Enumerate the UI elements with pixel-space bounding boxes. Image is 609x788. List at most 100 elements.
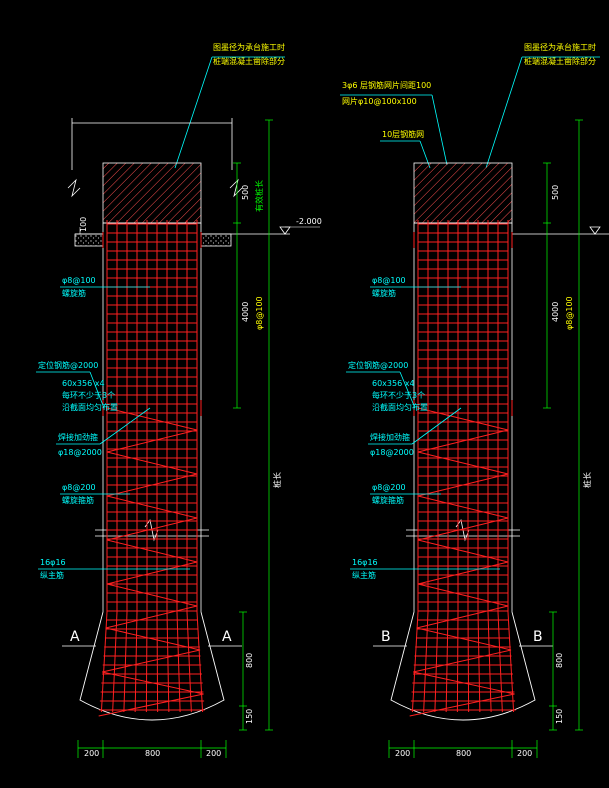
spiral-bar — [102, 671, 204, 695]
spiral-bar — [106, 561, 198, 585]
ring-note: 10层钢筋网 — [382, 129, 424, 139]
spiral-note-2: 螺旋筋 — [372, 288, 396, 298]
longitudinal-bar — [477, 611, 481, 713]
longitudinal-bar — [112, 611, 118, 713]
pile-length-label: 桩长 — [582, 472, 592, 488]
top-note-line-1: 图墨径为承台施工时 — [213, 42, 285, 52]
pile-a-detail: 图墨径为承台施工时 桩端混凝土凿除部分 100 -2.000 — [36, 42, 322, 758]
spiral-bar — [106, 407, 198, 431]
spiral-bar — [106, 539, 198, 563]
dim-bottom-middle: 800 — [145, 749, 160, 758]
section-label-left: A — [70, 629, 80, 645]
stiffener-note-2: φ18@2000 — [58, 448, 102, 457]
chipped-concrete-zone — [413, 162, 513, 224]
top-note-line-2: 桩端混凝土凿除部分 — [213, 56, 285, 66]
rebar-cage-a — [98, 220, 205, 717]
spiral2-note-1: φ8@200 — [62, 483, 96, 492]
spiral-note-1: φ8@100 — [62, 276, 96, 285]
longitudinal-bar — [166, 611, 170, 713]
locator-note-4: 沿截面均匀布置 — [372, 402, 428, 412]
spiral-bar — [413, 649, 512, 673]
spiral-bar — [105, 605, 198, 629]
main-bar-note-2: 纵主筋 — [352, 570, 376, 580]
dim-4000: 4000 — [241, 302, 250, 322]
longitudinal-bar — [423, 611, 429, 713]
longitudinal-bar — [156, 611, 159, 713]
dim-800-vertical: 800 — [555, 653, 564, 668]
spiral-bar — [416, 605, 509, 629]
section-label-right: B — [533, 629, 543, 645]
spiral-bar — [417, 473, 509, 497]
spiral-bar — [105, 627, 201, 651]
dim-150: 150 — [245, 709, 254, 724]
spiral-note-1: φ8@100 — [372, 276, 406, 285]
dim-500: 500 — [551, 185, 560, 200]
pile-b-detail: 图墨径为承台施工时 桩端混凝土凿除部分 3φ6 层钢筋网片间距100 网片φ10… — [340, 42, 609, 758]
dim-bottom-left: 200 — [395, 749, 410, 758]
pile-length-top: 有效桩长 — [254, 180, 264, 212]
spiral2-note-1: φ8@200 — [372, 483, 406, 492]
locator-note-1: 定位钢筋@2000 — [348, 360, 408, 370]
dim-bottom-left: 200 — [84, 749, 99, 758]
longitudinal-bar — [467, 611, 470, 713]
spiral-bar — [416, 627, 512, 651]
main-bar-note-2: 纵主筋 — [40, 570, 64, 580]
spiral-bar — [417, 407, 509, 431]
locator-note-1: 定位钢筋@2000 — [38, 360, 98, 370]
stiffener-note-1: 焊接加劲箍 — [370, 432, 410, 442]
mesh-note-1: 3φ6 层钢筋网片间距100 — [342, 80, 431, 90]
spiral-bar — [106, 495, 198, 519]
spiral-bar — [106, 517, 198, 541]
section-label-right: A — [222, 629, 232, 645]
spiral-bar — [417, 517, 509, 541]
dim-phi-label: φ8@100 — [565, 296, 574, 330]
dim-phi-label: φ8@100 — [255, 296, 264, 330]
mesh-note-2: 网片φ10@100x100 — [342, 96, 417, 106]
top-note-line-2: 桩端混凝土凿除部分 — [524, 56, 596, 66]
stiffener-note-2: φ18@2000 — [370, 448, 414, 457]
top-note-line-1: 图墨径为承台施工时 — [524, 42, 596, 52]
spiral-bar — [417, 495, 509, 519]
spiral-bar — [413, 671, 515, 695]
chipped-concrete-zone — [102, 162, 202, 224]
spiral-bar — [106, 429, 198, 453]
pile-length-label: 桩长 — [272, 472, 282, 488]
main-bar-note-1: 16φ16 — [40, 558, 66, 567]
longitudinal-bar — [176, 611, 181, 713]
main-bar-note-1: 16φ16 — [352, 558, 378, 567]
locator-note-4: 沿截面均匀布置 — [62, 402, 118, 412]
locator-note-2: 60x356 x4 — [62, 379, 105, 388]
dim-bottom-right: 200 — [517, 749, 532, 758]
longitudinal-bar — [434, 611, 439, 713]
spiral-bar — [106, 451, 198, 475]
locator-note-3: 每环不少于3个 — [372, 390, 425, 400]
longitudinal-bar — [100, 611, 108, 713]
elevation-label: -2.000 — [296, 217, 322, 226]
spiral-bar — [106, 583, 198, 607]
locator-note-2: 60x356 x4 — [372, 379, 415, 388]
longitudinal-bar — [134, 611, 138, 713]
spiral-bar — [417, 561, 509, 585]
longitudinal-bar — [123, 611, 128, 713]
dim-bottom-middle: 800 — [456, 749, 471, 758]
spiral-bar — [409, 693, 515, 717]
spiral-bar — [417, 429, 509, 453]
spiral-bar — [417, 583, 509, 607]
spiral2-note-2: 螺旋箍筋 — [372, 495, 404, 505]
dim-small-text: 100 — [79, 217, 88, 232]
spiral-bar — [417, 539, 509, 563]
dim-bottom-right: 200 — [206, 749, 221, 758]
section-label-left: B — [381, 629, 391, 645]
dim-4000: 4000 — [551, 302, 560, 322]
pile-bell-base — [79, 611, 225, 721]
spiral-bar — [417, 451, 509, 475]
dim-150: 150 — [555, 709, 564, 724]
longitudinal-bar — [445, 611, 449, 713]
pile-bell-base — [390, 611, 536, 721]
longitudinal-bar — [487, 611, 492, 713]
spiral-bar — [106, 473, 198, 497]
spiral-note-2: 螺旋筋 — [62, 288, 86, 298]
stiffener-note-1: 焊接加劲箍 — [58, 432, 98, 442]
